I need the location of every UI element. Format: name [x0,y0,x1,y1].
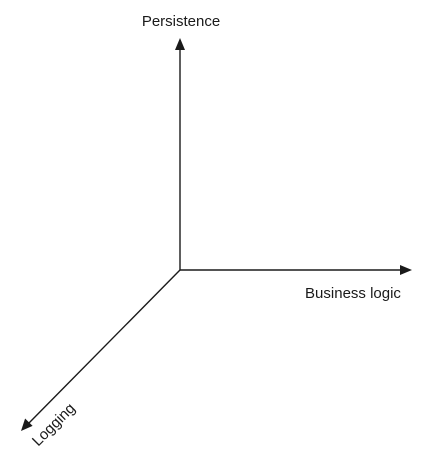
business-logic-axis-label: Business logic [305,285,401,302]
logging-arrow-icon [21,418,33,431]
persistence-arrow-icon [175,38,185,50]
logging-axis-line [27,269,181,425]
business-logic-arrow-icon [400,265,412,275]
logging-axis-label: Logging [29,400,79,450]
persistence-axis-label: Persistence [142,13,220,30]
